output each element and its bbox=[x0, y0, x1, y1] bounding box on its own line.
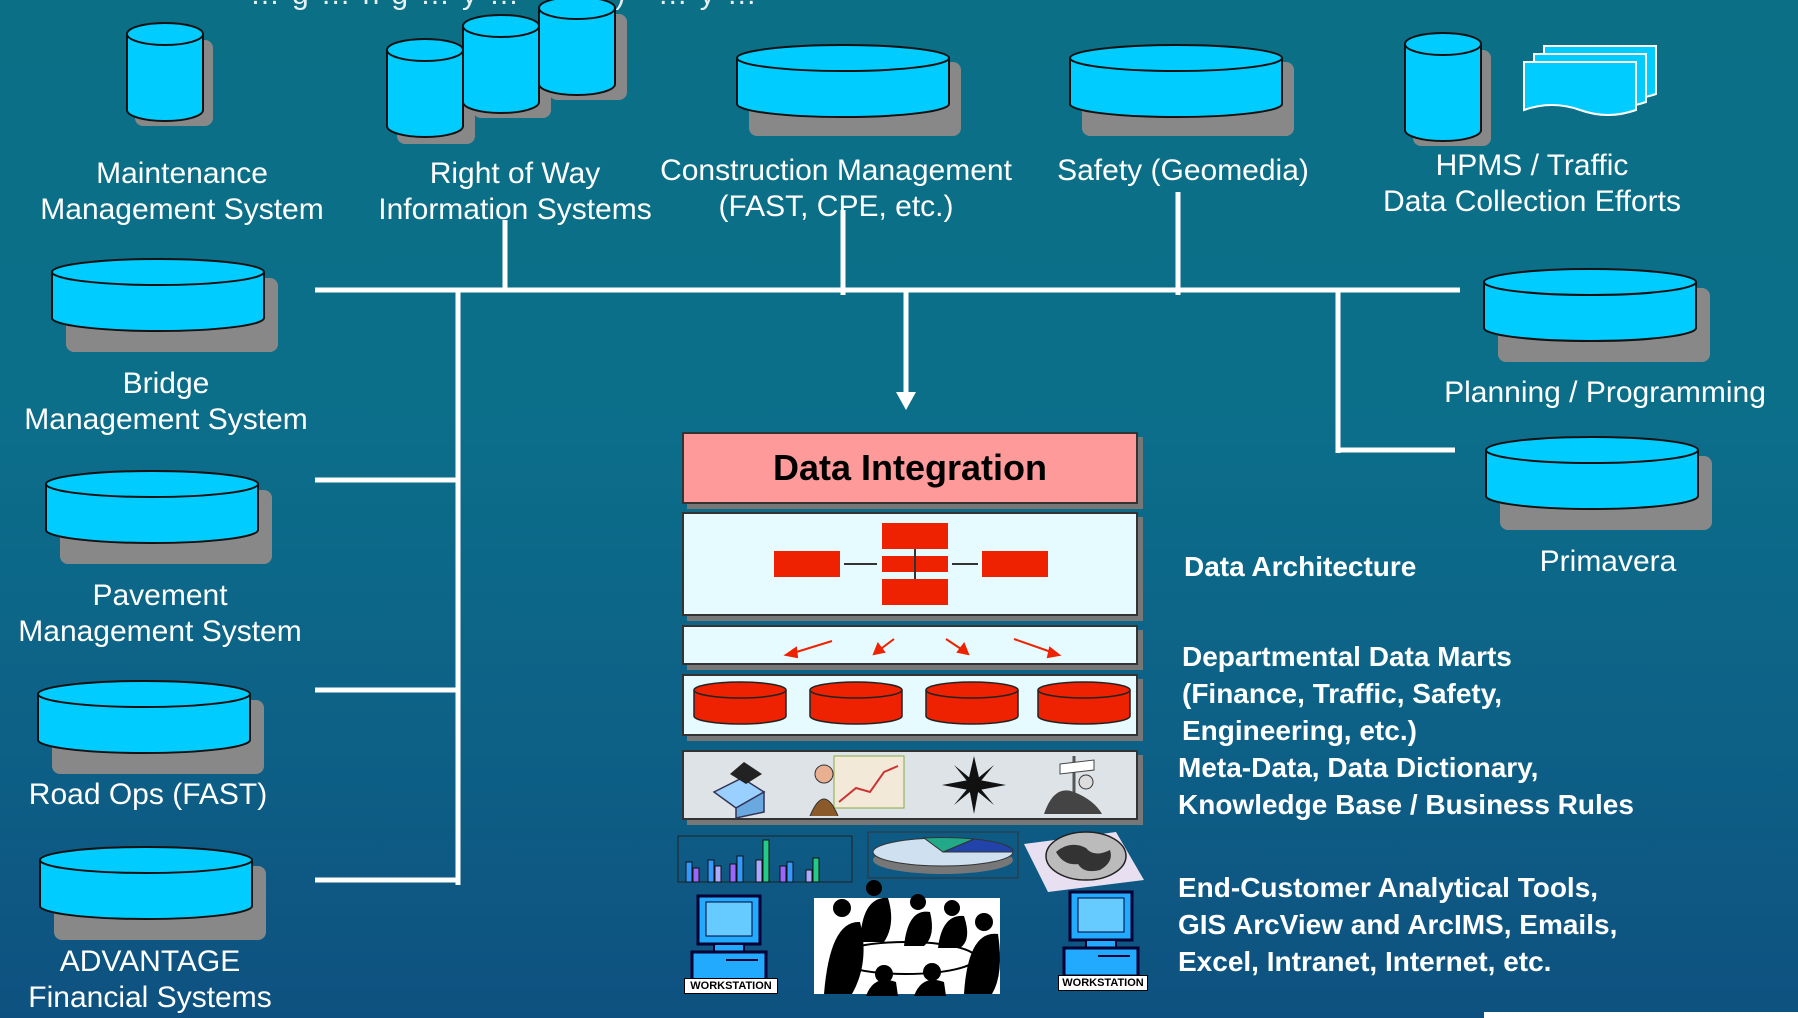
maintenance-cylinder-icon bbox=[126, 22, 213, 126]
globe-icon bbox=[1024, 831, 1144, 892]
workstation-label-right: WORKSTATION bbox=[1058, 975, 1148, 991]
safety-cylinder-icon bbox=[1069, 44, 1294, 136]
data-marts-desc: Departmental Data Marts (Finance, Traffi… bbox=[1182, 641, 1512, 746]
data-integration-title-box: Data Integration bbox=[682, 432, 1138, 504]
data-architecture-layer bbox=[682, 512, 1138, 616]
roadops-cylinder-icon bbox=[37, 680, 264, 774]
documents-icon bbox=[1523, 45, 1657, 116]
metadata-desc: Meta-Data, Data Dictionary, Knowledge Ba… bbox=[1178, 752, 1634, 820]
workstation-label-left: WORKSTATION bbox=[684, 978, 778, 994]
flow-arrows-icon bbox=[783, 638, 1062, 659]
data-integration-title: Data Integration bbox=[772, 447, 1048, 488]
right-of-way-cylinders-icon bbox=[386, 0, 627, 144]
metadata-layer bbox=[682, 750, 1138, 820]
safety-label: Safety (Geomedia) bbox=[1057, 154, 1309, 187]
pie-chart-icon bbox=[867, 831, 1019, 879]
metadata-clipart-icon bbox=[712, 755, 1102, 819]
architecture-blocks-icon bbox=[774, 523, 1048, 605]
meeting-people-icon bbox=[814, 880, 1000, 996]
bridge-cylinder-icon bbox=[51, 258, 278, 352]
workstation-computer-icon-left bbox=[690, 894, 768, 982]
planning-cylinder-icon bbox=[1483, 268, 1710, 362]
data-marts-layer bbox=[682, 674, 1138, 736]
roadops-label: Road Ops (FAST) bbox=[28, 778, 268, 811]
analytical-tools-desc: End-Customer Analytical Tools, GIS ArcVi… bbox=[1178, 872, 1618, 977]
bar-chart-icon bbox=[677, 835, 853, 883]
pavement-cylinder-icon bbox=[45, 470, 272, 564]
hpms-cylinder-icon bbox=[1404, 32, 1491, 146]
clipped-header: …g…ng…y… (…) …y… bbox=[250, 0, 769, 12]
primavera-cylinder-icon bbox=[1485, 436, 1712, 530]
advantage-cylinder-icon bbox=[39, 846, 266, 940]
primavera-label: Primavera bbox=[1539, 545, 1677, 578]
construction-cylinder-icon bbox=[736, 44, 961, 136]
data-flow-layer bbox=[682, 625, 1138, 665]
data-architecture-desc: Data Architecture bbox=[1184, 551, 1417, 582]
corner-strip bbox=[1484, 1012, 1798, 1018]
planning-label: Planning / Programming bbox=[1444, 376, 1766, 409]
workstation-computer-icon-right bbox=[1062, 890, 1140, 978]
data-marts-cylinders-icon bbox=[693, 681, 1131, 725]
construction-label: Construction Management(FAST, CPE, etc.) bbox=[660, 154, 1012, 223]
